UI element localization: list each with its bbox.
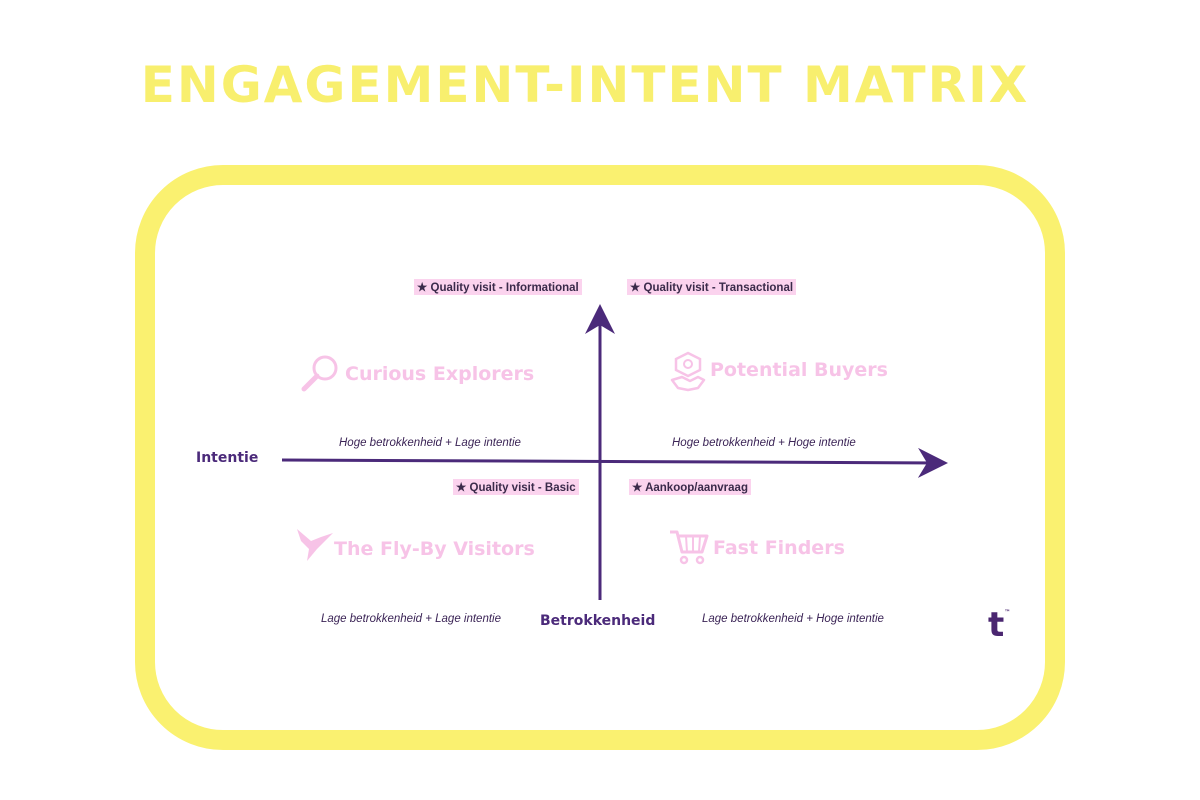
handshake-icon bbox=[670, 351, 706, 392]
axis-label-intentie: Intentie bbox=[196, 450, 259, 466]
horizontal-axis bbox=[281, 447, 948, 478]
tag-quality-informational: ★ Quality visit - Informational bbox=[414, 279, 582, 295]
quadrant-title-curious-explorers: Curious Explorers bbox=[345, 363, 535, 385]
quadrant-desc-curious-explorers: Hoge betrokkenheid + Lage intentie bbox=[339, 437, 521, 449]
quadrant-title-fast-finders: Fast Finders bbox=[713, 537, 845, 559]
quadrant-desc-fly-by-visitors: Lage betrokkenheid + Lage intentie bbox=[321, 613, 501, 625]
tag-quality-basic: ★ Quality visit - Basic bbox=[453, 479, 579, 495]
magnifier-icon bbox=[301, 355, 338, 392]
quadrant-title-fly-by-visitors: The Fly-By Visitors bbox=[334, 538, 535, 560]
tag-aankoop-aanvraag: ★ Aankoop/aanvraag bbox=[629, 479, 751, 495]
quadrant-desc-fast-finders: Lage betrokkenheid + Hoge intentie bbox=[702, 613, 884, 625]
quadrant-desc-potential-buyers: Hoge betrokkenheid + Hoge intentie bbox=[672, 437, 856, 449]
page-title: ENGAGEMENT-INTENT MATRIX bbox=[140, 56, 1030, 114]
quadrant-title-potential-buyers: Potential Buyers bbox=[710, 359, 888, 381]
axis-label-betrokkenheid: Betrokkenheid bbox=[540, 613, 656, 629]
tag-quality-transactional: ★ Quality visit - Transactional bbox=[627, 279, 797, 295]
hummingbird-icon bbox=[297, 529, 333, 561]
shopping-cart-icon bbox=[670, 530, 709, 565]
brand-logo: t™ bbox=[988, 605, 1011, 645]
